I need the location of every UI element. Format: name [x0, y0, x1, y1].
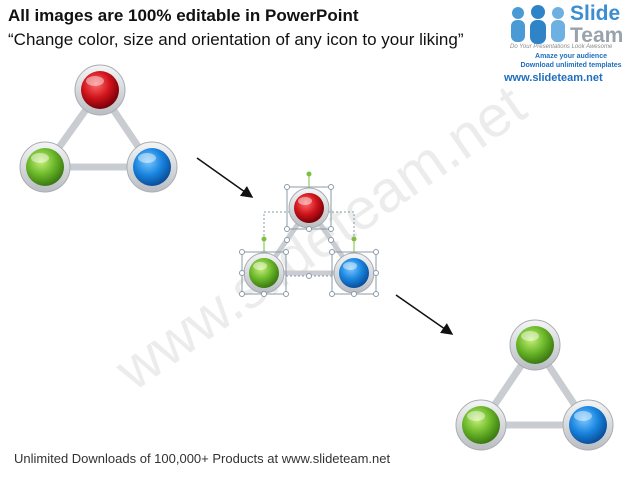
triangle-bottom-right[interactable]	[455, 319, 614, 451]
node-red[interactable]	[288, 187, 330, 229]
rotation-handles[interactable]	[261, 171, 357, 253]
slide-subtitle: “Change color, size and orientation of a…	[8, 30, 464, 49]
resize-handles[interactable]	[239, 184, 379, 297]
slideteam-logo[interactable]: Slide Team Do Your Presentations Look Aw…	[502, 0, 638, 90]
node-blue[interactable]	[562, 399, 614, 451]
slide-title: All images are 100% editable in PowerPoi…	[8, 6, 359, 25]
node-green[interactable]	[455, 399, 507, 451]
triangle-top-left[interactable]	[19, 64, 178, 193]
node-green[interactable]	[243, 252, 285, 294]
logo-line-2: Download unlimited templates	[520, 62, 622, 69]
node-blue[interactable]	[126, 141, 178, 193]
arrow-to-center	[196, 157, 254, 198]
people-icon	[511, 5, 565, 44]
node-red[interactable]	[74, 64, 126, 116]
triangle-center[interactable]	[239, 171, 379, 297]
arrow-to-bottom-right	[395, 294, 454, 335]
logo-url[interactable]: www.slideteam.net	[504, 72, 603, 84]
logo-line-1: Amaze your audience	[535, 53, 607, 60]
footer-text: Unlimited Downloads of 100,000+ Products…	[14, 451, 391, 466]
logo-word-team: Team	[570, 24, 624, 47]
logo-word-slide: Slide	[570, 2, 621, 25]
logo-tagline: Do Your Presentations Look Awesome	[510, 44, 613, 50]
node-green[interactable]	[19, 141, 71, 193]
node-blue[interactable]	[333, 252, 375, 294]
node-green-top[interactable]	[509, 319, 561, 371]
